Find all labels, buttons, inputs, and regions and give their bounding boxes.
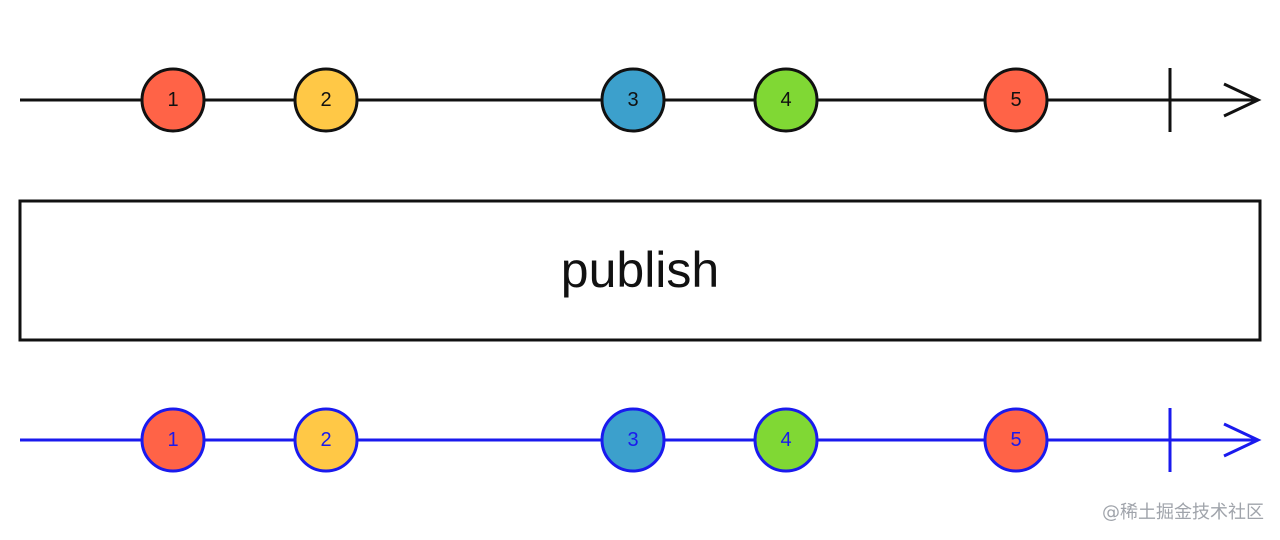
marble-circle bbox=[600, 67, 666, 133]
input-marble-5: 5 bbox=[983, 67, 1049, 133]
marble-label: 3 bbox=[627, 429, 638, 451]
input-marble-3: 3 bbox=[600, 67, 666, 133]
watermark: @稀土掘金技术社区 bbox=[1102, 502, 1264, 523]
marble-circle bbox=[140, 407, 206, 473]
marble-label: 1 bbox=[167, 429, 178, 451]
marble-circle bbox=[600, 407, 666, 473]
marble-label: 5 bbox=[1010, 89, 1021, 111]
output-stream: 1 2 3 4 5 bbox=[20, 407, 1262, 473]
marble-circle bbox=[983, 67, 1049, 133]
output-marble-2: 2 bbox=[293, 407, 359, 473]
marble-circle bbox=[983, 407, 1049, 473]
marble-label: 4 bbox=[780, 89, 791, 111]
marble-circle bbox=[753, 407, 819, 473]
operator-box: publish bbox=[18, 199, 1262, 342]
input-marble-1: 1 bbox=[140, 67, 206, 133]
marble-circle bbox=[293, 67, 359, 133]
output-marble-4: 4 bbox=[753, 407, 819, 473]
output-marble-5: 5 bbox=[983, 407, 1049, 473]
marble-label: 5 bbox=[1010, 429, 1021, 451]
output-marble-3: 3 bbox=[600, 407, 666, 473]
input-marble-4: 4 bbox=[753, 67, 819, 133]
output-arrowhead bbox=[1223, 422, 1262, 458]
marble-label: 2 bbox=[320, 429, 331, 451]
input-stream: 1 2 3 4 5 bbox=[20, 67, 1262, 133]
marble-label: 4 bbox=[780, 429, 791, 451]
marble-label: 1 bbox=[167, 89, 178, 111]
input-marble-2: 2 bbox=[293, 67, 359, 133]
marble-label: 3 bbox=[627, 89, 638, 111]
marble-circle bbox=[753, 67, 819, 133]
output-marble-1: 1 bbox=[140, 407, 206, 473]
input-arrowhead bbox=[1223, 82, 1262, 118]
marble-circle bbox=[140, 67, 206, 133]
operator-label: publish bbox=[561, 242, 719, 298]
marble-circle bbox=[293, 407, 359, 473]
marble-label: 2 bbox=[320, 89, 331, 111]
